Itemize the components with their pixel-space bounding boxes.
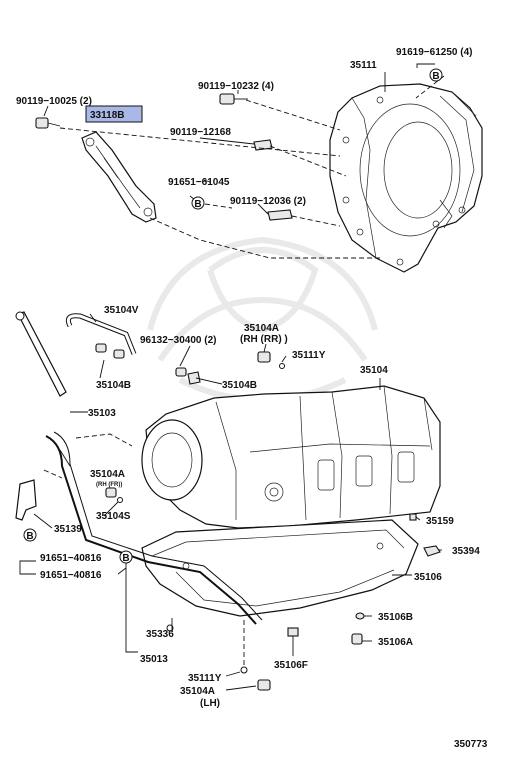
callout-91619-61250: 91619−61250 (4)	[396, 47, 472, 58]
callout-90119-10025: 90119−10025 (2)	[16, 96, 92, 107]
fitting-35104b-left	[95, 343, 125, 359]
plug-35104a-lh	[240, 666, 271, 691]
callout-35111y-top: 35111Y	[292, 350, 326, 361]
diagram-id: 350773	[454, 739, 488, 750]
callout-35104a-lh-note: (LH)	[200, 698, 220, 709]
callout-35394: 35394	[452, 546, 480, 557]
callout-35159: 35159	[426, 516, 454, 527]
callout-90119-12036: 90119−12036 (2)	[230, 196, 306, 207]
bolt-90119-10232	[219, 93, 248, 105]
callout-91651-40816-a: 91651−40816	[40, 553, 102, 564]
callout-35336: 35336	[146, 629, 174, 640]
callout-35103: 35103	[88, 408, 116, 419]
fitting-35104b-right	[175, 367, 201, 385]
callout-35106f: 35106F	[274, 660, 308, 671]
callout-91651-40816-b: 91651−40816	[40, 570, 102, 581]
ref-marker-b-left: B	[23, 528, 37, 542]
svg-text:B: B	[194, 199, 201, 210]
bolt-35106f	[287, 627, 299, 648]
watermark-logo	[147, 236, 378, 403]
callout-35104b-left: 35104B	[96, 380, 131, 391]
callout-35106a: 35106A	[378, 637, 413, 648]
callout-35104a-rh-rr-note: (RH (RR) )	[240, 334, 288, 345]
transmission-case-35104	[141, 385, 441, 529]
callout-35104a-rh-fr: 35104A	[90, 469, 125, 480]
callout-35104a-lh: 35104A	[180, 686, 215, 697]
callout-91651-61045: 91651−61045	[168, 177, 230, 188]
callout-35139: 35139	[54, 524, 82, 535]
callout-35111y-bottom: 35111Y	[188, 673, 222, 684]
plug-35104a-rh-rr	[257, 351, 285, 369]
oil-filler-tube-35013	[45, 431, 263, 625]
svg-text:B: B	[26, 531, 33, 542]
callout-35104: 35104	[360, 365, 388, 376]
breather-hose-35104v	[65, 313, 137, 355]
callout-35111: 35111	[350, 60, 377, 71]
magnet-35394	[423, 545, 441, 557]
gasket-35106b	[355, 612, 365, 620]
plug-35159	[409, 513, 417, 521]
svg-text:B: B	[122, 553, 129, 564]
callout-90119-12168: 90119−12168	[170, 127, 231, 138]
callout-35104a-rh-fr-note: (RH (FR))	[96, 482, 122, 488]
svg-text:B: B	[432, 71, 439, 82]
callout-90119-10232: 90119−10232 (4)	[198, 81, 274, 92]
callout-35104s: 35104S	[96, 511, 131, 522]
callout-35104v: 35104V	[104, 305, 139, 316]
callout-35013: 35013	[140, 654, 168, 665]
callout-35106b: 35106B	[378, 612, 413, 623]
bracket-35139	[15, 479, 37, 521]
ref-marker-b-mid: B	[191, 196, 205, 210]
ref-marker-b-low: B	[119, 550, 133, 564]
ref-marker-b-top: B	[429, 68, 443, 82]
callout-96132-30400: 96132−30400 (2)	[140, 335, 216, 346]
callout-35106: 35106	[414, 572, 442, 583]
bell-housing-35111	[329, 83, 483, 273]
oil-pan-35106	[141, 519, 419, 617]
plug-35104a-rh-fr	[105, 487, 123, 503]
callout-33118b[interactable]: 33118B	[90, 110, 124, 121]
bracket-33118b	[81, 131, 157, 223]
bolt-90119-10025	[35, 117, 61, 129]
bolt-90119-12036	[267, 209, 293, 221]
callout-35104a-rh-rr: 35104A	[244, 323, 279, 334]
dipstick-35103	[15, 311, 67, 397]
callout-35104b-right: 35104B	[222, 380, 257, 391]
highlighted-part-box	[85, 105, 143, 123]
drain-plug-35106a	[351, 633, 363, 645]
ring-35336	[166, 624, 174, 632]
